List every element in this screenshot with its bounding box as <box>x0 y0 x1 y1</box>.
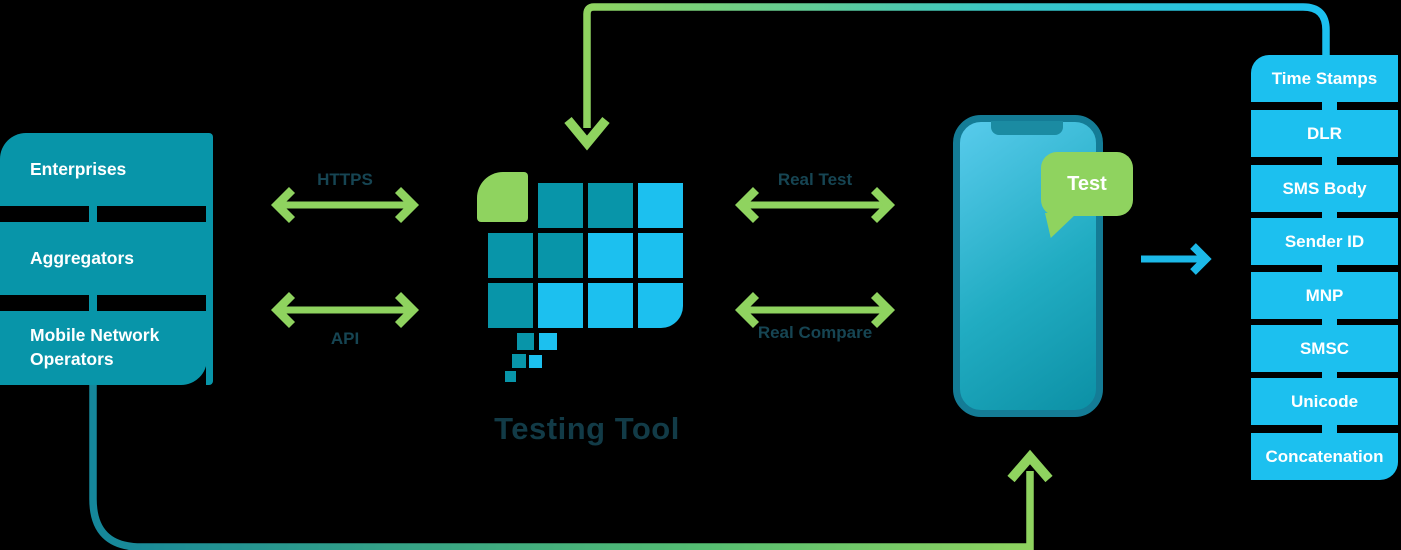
result-box-concatenation: Concatenation <box>1251 433 1398 480</box>
top-feedback-line <box>583 3 1330 128</box>
aggregators-box: Aggregators <box>0 222 207 295</box>
real-compare-arrow <box>734 291 896 329</box>
logo-cell <box>538 283 583 328</box>
test-bubble-label: Test <box>1067 172 1107 195</box>
result-label: SMSC <box>1299 338 1350 358</box>
left-group-right-rail <box>206 133 213 385</box>
enterprises-box: Enterprises <box>0 133 207 206</box>
real-test-label: Real Test <box>777 170 853 189</box>
real-compare-label: Real Compare <box>757 323 873 342</box>
result-box-unicode: Unicode <box>1251 378 1398 425</box>
real-test-arrow <box>734 186 896 224</box>
right-column-rail <box>1322 55 1337 480</box>
api-arrow <box>270 291 420 329</box>
logo-cell <box>488 283 533 328</box>
phone-to-results-arrow <box>1141 243 1212 275</box>
test-message-bubble: Test <box>1041 152 1133 216</box>
result-box-sender-id: Sender ID <box>1251 218 1398 265</box>
testing-tool-title: Testing Tool <box>494 411 680 446</box>
up-arrowhead-icon <box>1007 449 1053 483</box>
logo-tail-cell <box>529 355 542 368</box>
logo-cell <box>588 183 633 228</box>
logo-tail-cell <box>505 371 516 382</box>
result-label: MNP <box>1305 285 1344 305</box>
enterprises-label: Enterprises <box>30 158 127 179</box>
logo-tail-cell <box>517 333 534 350</box>
phone-notch <box>991 121 1063 135</box>
result-box-mnp: MNP <box>1251 272 1398 319</box>
mobile-network-operators-label: Mobile Network Operators <box>30 325 160 369</box>
result-label: Unicode <box>1290 391 1359 411</box>
result-label: Time Stamps <box>1271 68 1378 88</box>
result-label: DLR <box>1307 123 1342 143</box>
result-box-sms-body: SMS Body <box>1251 165 1398 212</box>
https-label: HTTPS <box>317 170 373 189</box>
logo-cell <box>538 183 583 228</box>
logo-cell <box>538 233 583 278</box>
result-label: Concatenation <box>1265 446 1384 466</box>
mobile-network-operators-box: Mobile Network Operators <box>0 311 207 385</box>
result-label: Sender ID <box>1284 231 1365 251</box>
logo-cell <box>638 283 683 328</box>
logo-cell <box>588 233 633 278</box>
logo-cell <box>638 183 683 228</box>
logo-tail-cell <box>512 354 526 368</box>
logo-cell <box>638 233 683 278</box>
logo-cell <box>488 233 533 278</box>
result-box-smsc: SMSC <box>1251 325 1398 372</box>
result-box-dlr: DLR <box>1251 110 1398 157</box>
aggregators-label: Aggregators <box>30 247 135 268</box>
logo-cell <box>588 283 633 328</box>
down-arrowhead-icon <box>564 116 610 151</box>
logo-tail-cell <box>539 333 557 350</box>
bottom-return-line <box>89 384 1034 550</box>
api-label: API <box>330 329 360 348</box>
result-box-time-stamps: Time Stamps <box>1251 55 1398 102</box>
https-arrow <box>270 186 420 224</box>
result-label: SMS Body <box>1282 178 1367 198</box>
logo-leaf-cell <box>477 172 528 222</box>
